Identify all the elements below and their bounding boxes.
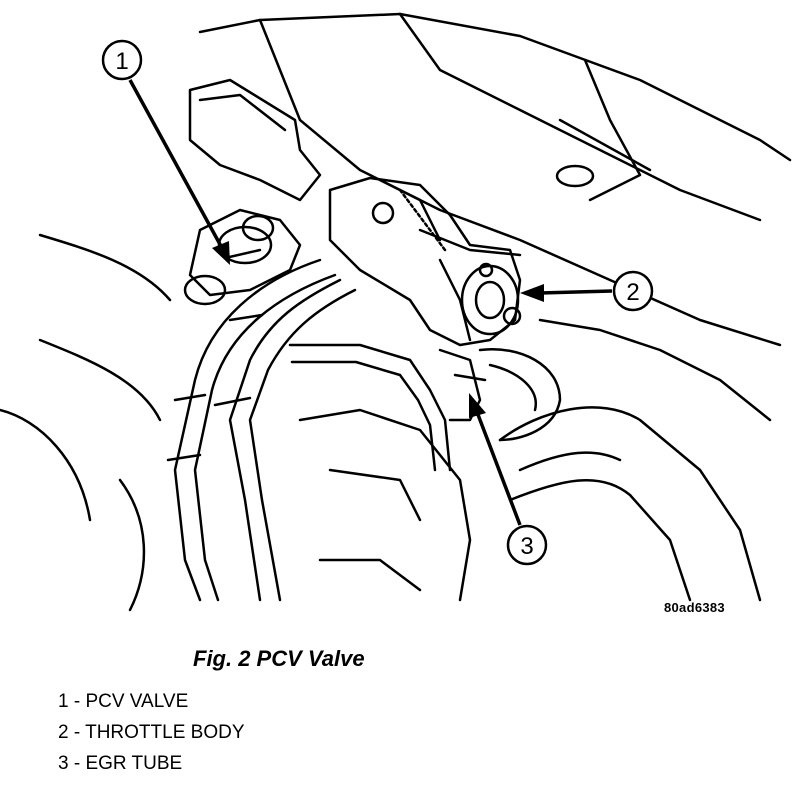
callout-2-arrowhead bbox=[520, 284, 544, 302]
callout-2-leader bbox=[539, 289, 613, 295]
figure-caption: Fig. 2 PCV Valve bbox=[193, 646, 365, 671]
figure-id: 80ad6383 bbox=[664, 600, 725, 615]
engine-illustration: 1 2 3 bbox=[0, 12, 792, 612]
egr-tube bbox=[288, 343, 487, 472]
callout-1-number: 1 bbox=[115, 48, 128, 75]
callout-1-arrowhead bbox=[212, 241, 230, 265]
callout-1-leader bbox=[128, 79, 224, 249]
legend-item-3: 3 - EGR TUBE bbox=[58, 753, 183, 774]
hood-panel bbox=[198, 12, 792, 347]
callout-3-circle bbox=[506, 524, 548, 566]
pcv-valve-assembly bbox=[183, 208, 302, 306]
engine-block-detail bbox=[0, 233, 772, 612]
callout-3-arrowhead bbox=[469, 393, 486, 418]
air-inlet-hose bbox=[478, 347, 762, 602]
callout-2-circle bbox=[612, 270, 654, 312]
callout-2: 2 bbox=[520, 270, 654, 312]
intake-duct bbox=[188, 78, 322, 202]
legend-item-1: 1 - PCV VALVE bbox=[58, 691, 189, 712]
callout-1: 1 bbox=[101, 39, 230, 265]
legend-item-2: 2 - THROTTLE BODY bbox=[58, 722, 245, 743]
callout-3-leader bbox=[475, 411, 522, 526]
vacuum-hoses bbox=[166, 258, 357, 602]
legend: 1 - PCV VALVE 2 - THROTTLE BODY 3 - EGR … bbox=[58, 686, 245, 779]
callout-1-circle bbox=[101, 39, 143, 81]
callout-3-number: 3 bbox=[520, 533, 533, 560]
throttle-body-assembly bbox=[328, 176, 522, 347]
callout-2-number: 2 bbox=[626, 279, 639, 306]
callout-3: 3 bbox=[469, 393, 548, 566]
